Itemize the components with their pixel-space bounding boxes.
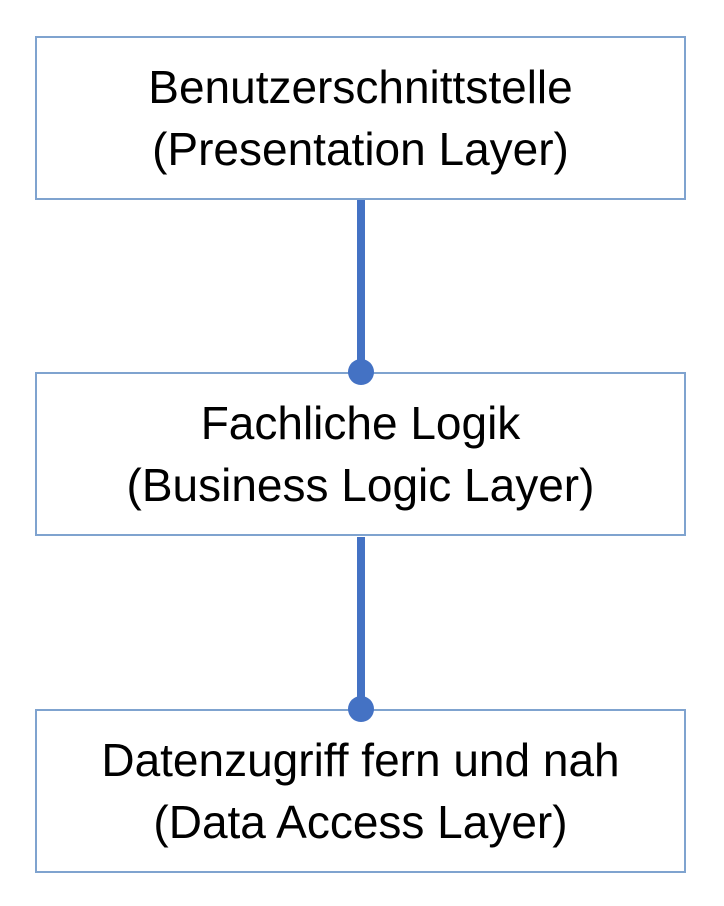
presentation-layer-subtitle: (Presentation Layer) — [152, 123, 569, 175]
presentation-layer-title: Benutzerschnittstelle — [148, 61, 573, 113]
presentation-layer-box: Benutzerschnittstelle (Presentation Laye… — [35, 36, 686, 200]
connector-line-business-data — [357, 537, 365, 710]
connector-endpoint-dot — [348, 359, 374, 385]
business-logic-layer-subtitle: (Business Logic Layer) — [126, 459, 595, 511]
connector-line-presentation-business — [357, 200, 365, 373]
data-access-layer-box: Datenzugriff fern und nah (Data Access L… — [35, 709, 686, 873]
connector-endpoint-dot — [348, 696, 374, 722]
data-access-layer-subtitle: (Data Access Layer) — [153, 796, 568, 848]
business-logic-layer-title: Fachliche Logik — [200, 397, 521, 449]
business-logic-layer-box: Fachliche Logik (Business Logic Layer) — [35, 372, 686, 536]
data-access-layer-title: Datenzugriff fern und nah — [101, 734, 620, 786]
